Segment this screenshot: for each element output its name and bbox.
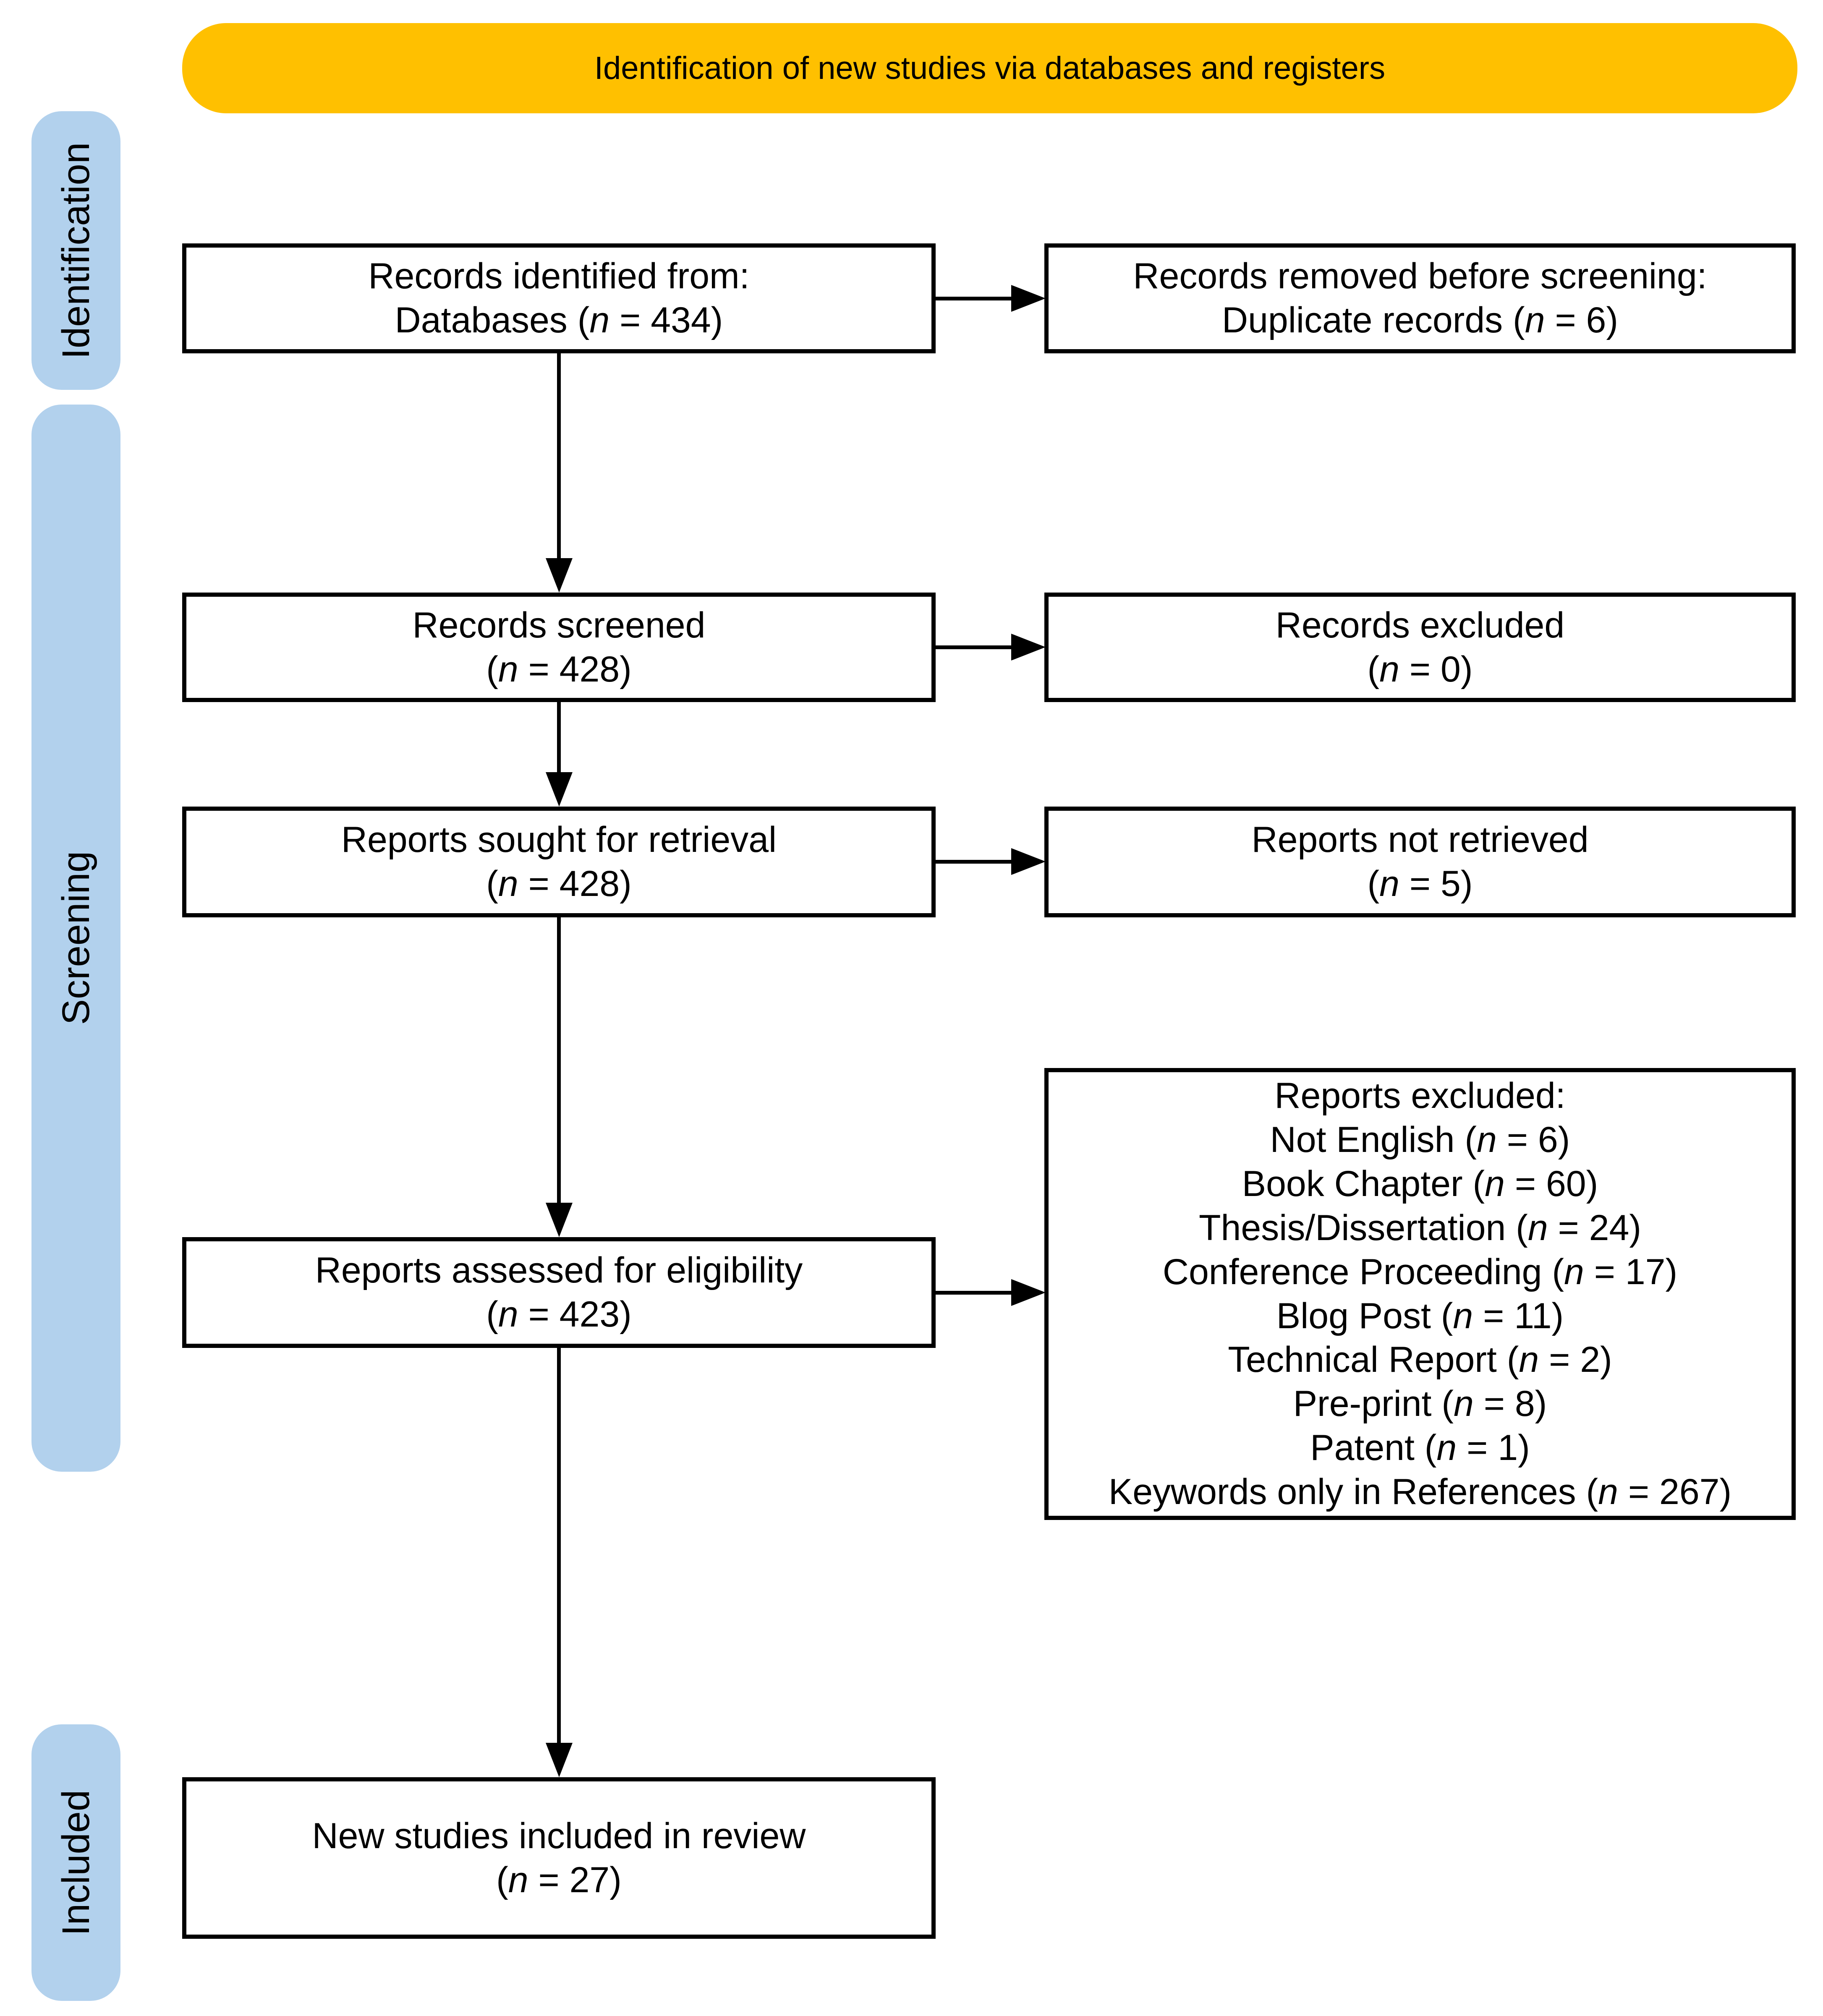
- arrow-right-icon: [1011, 1279, 1046, 1306]
- phase-label-included: Included: [54, 1789, 97, 1936]
- phase-label-identification: Identification: [54, 142, 97, 359]
- box-reports-assessed-text: Reports assessed for eligibility(n = 423…: [315, 1250, 803, 1334]
- arrow-right-icon: [1011, 848, 1046, 875]
- phase-band-screening: Screening: [31, 405, 120, 1472]
- box-new-studies-included-text: New studies included in review(n = 27): [312, 1815, 806, 1900]
- box-reports-excluded-text: Reports excluded:Not English (n = 6)Book…: [1108, 1075, 1732, 1512]
- arrow-down-icon: [546, 772, 573, 807]
- box-reports-sought-text: Reports sought for retrieval(n = 428): [341, 820, 777, 904]
- box-new-studies-included: New studies included in review(n = 27): [182, 1777, 936, 1939]
- arrow-down-icon: [546, 1743, 573, 1777]
- box-reports-not-retrieved: Reports not retrieved(n = 5): [1044, 807, 1796, 917]
- connector-line-identified-to-screened: [557, 353, 561, 559]
- box-reports-sought: Reports sought for retrieval(n = 428): [182, 807, 936, 917]
- box-reports-excluded: Reports excluded:Not English (n = 6)Book…: [1044, 1068, 1796, 1520]
- phase-label-screening: Screening: [54, 851, 97, 1025]
- phase-band-identification: Identification: [31, 111, 120, 390]
- arrow-down-icon: [546, 1203, 573, 1237]
- connector-line-sought-to-not-retrieved: [936, 860, 1011, 864]
- connector-line-screened-to-sought: [557, 702, 561, 773]
- box-records-removed-text: Records removed before screening:Duplica…: [1133, 256, 1707, 340]
- arrow-right-icon: [1011, 285, 1046, 312]
- connector-line-assessed-to-reports-excluded: [936, 1291, 1011, 1295]
- arrow-right-icon: [1011, 634, 1046, 661]
- connector-line-screened-to-excluded: [936, 645, 1011, 649]
- box-reports-assessed: Reports assessed for eligibility(n = 423…: [182, 1237, 936, 1348]
- phase-band-included: Included: [31, 1724, 120, 2001]
- box-reports-not-retrieved-text: Reports not retrieved(n = 5): [1251, 820, 1589, 904]
- box-records-excluded: Records excluded(n = 0): [1044, 593, 1796, 702]
- connector-line-identified-to-removed: [936, 297, 1011, 300]
- banner-title-label: Identification of new studies via databa…: [594, 50, 1386, 86]
- box-records-screened-text: Records screened(n = 428): [412, 605, 706, 689]
- connector-line-sought-to-assessed: [557, 917, 561, 1204]
- banner-title: Identification of new studies via databa…: [182, 23, 1797, 113]
- box-records-identified: Records identified from:Databases (n = 4…: [182, 243, 936, 353]
- box-records-screened: Records screened(n = 428): [182, 593, 936, 702]
- connector-line-assessed-to-included: [557, 1348, 561, 1744]
- box-records-identified-text: Records identified from:Databases (n = 4…: [368, 256, 750, 340]
- box-records-removed: Records removed before screening:Duplica…: [1044, 243, 1796, 353]
- box-records-excluded-text: Records excluded(n = 0): [1275, 605, 1565, 689]
- arrow-down-icon: [546, 558, 573, 593]
